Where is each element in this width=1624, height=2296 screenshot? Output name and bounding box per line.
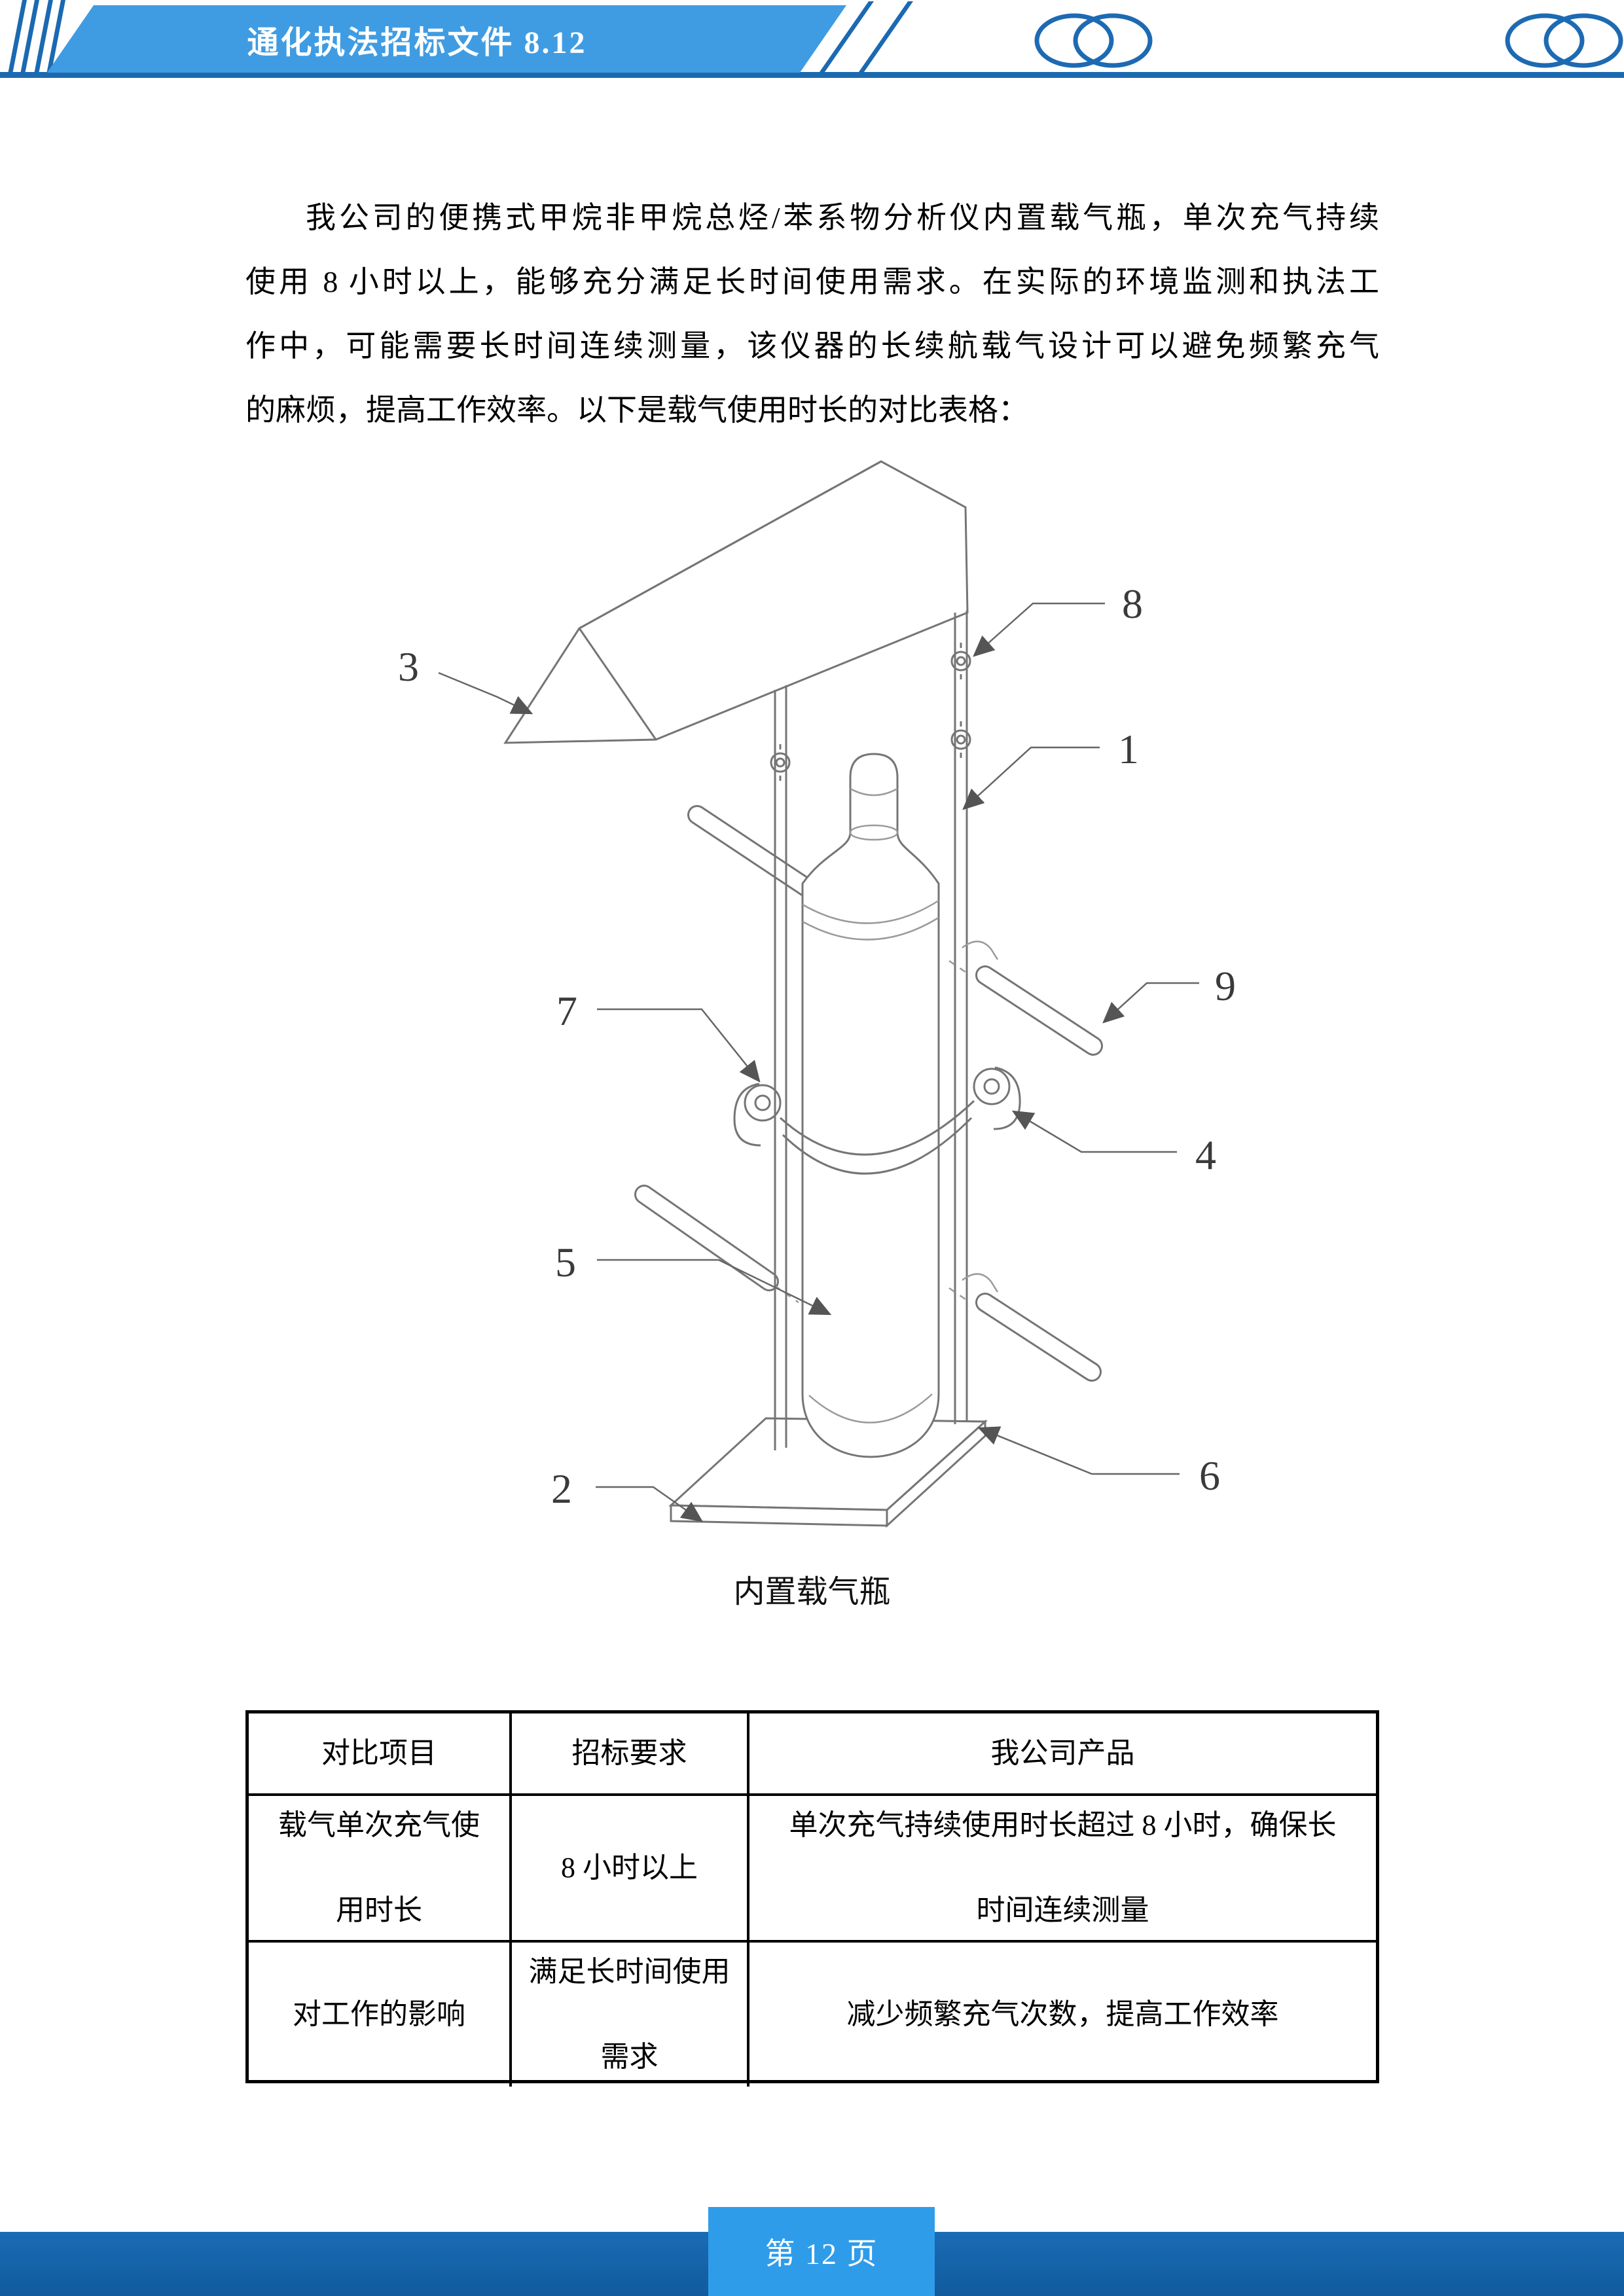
part-label-9: 9 <box>1215 963 1236 1009</box>
paragraph-line: 我公司的便携式甲烷非甲烷总烃/苯系物分析仪内置载气瓶，单次充气持续 <box>306 201 1379 234</box>
cell-line: 单次充气持续使用时长超过 8 小时，确保长 <box>789 1809 1337 1841</box>
table-row-cell: 减少频繁充气次数，提高工作效率 <box>749 1943 1376 2087</box>
table-row-cell: 8 小时以上 <box>512 1796 749 1943</box>
table-header-product: 我公司产品 <box>749 1713 1376 1796</box>
gas-cylinder <box>801 753 940 1458</box>
part-label-7: 7 <box>556 988 577 1034</box>
part-label-4: 4 <box>1195 1132 1216 1178</box>
part-label-2: 2 <box>551 1465 572 1512</box>
cell-line: 满足长时间使用 <box>528 1956 731 1988</box>
interlocking-rings-icon <box>1505 13 1623 68</box>
cell-line: 载气单次充气使 <box>278 1809 480 1841</box>
comparison-table: 对比项目 招标要求 我公司产品 载气单次充气使 用时长 8 小时以上 单次充气持… <box>245 1710 1379 2087</box>
cell-line: 时间连续测量 <box>976 1894 1149 1926</box>
handle-right-upper <box>948 941 1103 1056</box>
table-row-cell: 对工作的影响 <box>249 1943 512 2087</box>
paragraph-line: 使用 8 小时以上，能够充分满足长时间使用需求。在实际的环境监测和执法工 <box>245 265 1379 298</box>
table-row-cell: 单次充气持续使用时长超过 8 小时，确保长 时间连续测量 <box>749 1796 1376 1943</box>
cell-line: 需求 <box>600 2041 659 2073</box>
table-header-label: 招标要求 <box>571 1737 687 1769</box>
diagonal-stripe-icon <box>7 0 39 77</box>
page-title: 通化执法招标文件 8.12 <box>247 25 587 60</box>
leader-lines <box>438 602 1199 1522</box>
part-label-1: 1 <box>1118 726 1139 772</box>
cylinder-clamp <box>733 1066 1021 1175</box>
cell-line: 8 小时以上 <box>561 1852 698 1884</box>
cell-line: 对工作的影响 <box>293 1998 465 2030</box>
table-header-label: 对比项目 <box>321 1737 437 1769</box>
bolt-icon <box>950 721 971 758</box>
table-header-requirement: 招标要求 <box>512 1713 749 1796</box>
cell-line: 减少频繁充气次数，提高工作效率 <box>846 1998 1279 2030</box>
paragraph-line: 的麻烦，提高工作效率。以下是载气使用时长的对比表格： <box>245 393 1028 427</box>
table-header-label: 我公司产品 <box>990 1737 1135 1769</box>
handle-right-lower <box>948 1273 1102 1382</box>
part-number-labels: 3 8 1 9 7 4 5 2 6 <box>398 581 1236 1512</box>
right-rail <box>954 611 968 1424</box>
table-row-cell: 载气单次充气使 用时长 <box>249 1796 512 1943</box>
body-paragraph: 我公司的便携式甲烷非甲烷总烃/苯系物分析仪内置载气瓶，单次充气持续 使用 8 小… <box>245 186 1379 442</box>
part-label-8: 8 <box>1122 581 1143 627</box>
page-number-badge: 第 12 页 <box>708 2207 935 2296</box>
header-rule <box>0 72 1624 78</box>
left-rail <box>774 685 787 1450</box>
wedge-top-plate <box>503 460 969 744</box>
interlocking-rings-icon <box>1034 13 1153 68</box>
bolt-icon <box>950 643 971 679</box>
carrier-gas-bottle-diagram: 3 8 1 9 7 4 5 2 6 <box>398 460 1236 1528</box>
paragraph-line: 作中，可能需要长时间连续测量，该仪器的长续航载气设计可以避免频繁充气 <box>245 329 1379 363</box>
figure-caption: 内置载气瓶 <box>733 1575 891 1609</box>
cell-line: 用时长 <box>336 1894 422 1926</box>
part-label-6: 6 <box>1199 1452 1220 1499</box>
page-number: 第 12 页 <box>765 2237 878 2270</box>
part-label-3: 3 <box>398 643 419 690</box>
table-row-cell: 满足长时间使用 需求 <box>512 1943 749 2087</box>
bolt-icon <box>770 744 791 781</box>
part-label-5: 5 <box>555 1239 576 1285</box>
table-header-item: 对比项目 <box>249 1713 512 1796</box>
